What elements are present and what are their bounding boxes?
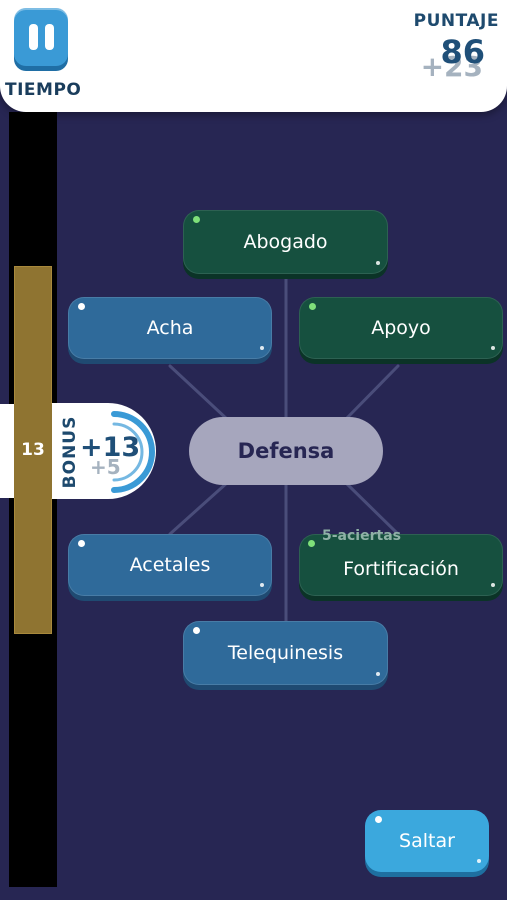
node-highlight-small xyxy=(376,261,380,265)
option-label: Acetales xyxy=(129,554,211,576)
option-apoyo[interactable]: Apoyo xyxy=(299,297,503,359)
bonus-value: +13 xyxy=(80,432,141,463)
option-abogado[interactable]: Abogado xyxy=(183,210,388,274)
node-highlight-small xyxy=(491,346,495,350)
node-highlight xyxy=(78,540,85,547)
header-bar: TIEMPO PUNTAJE +23 86 xyxy=(0,0,507,112)
center-word: Defensa xyxy=(189,417,383,485)
skip-label: Saltar xyxy=(399,830,455,852)
option-label: Fortificación xyxy=(343,558,459,580)
node-highlight xyxy=(193,216,200,223)
node-highlight xyxy=(78,303,85,310)
node-highlight-small xyxy=(376,672,380,676)
pause-button[interactable] xyxy=(14,8,68,66)
node-highlight-small xyxy=(260,583,264,587)
skip-button[interactable]: Saltar xyxy=(365,810,489,872)
pause-icon xyxy=(28,24,38,50)
node-highlight xyxy=(193,627,200,634)
button-highlight-small xyxy=(477,859,481,863)
node-highlight xyxy=(309,303,316,310)
option-label: Abogado xyxy=(243,231,328,253)
streak-label: 5-aciertas xyxy=(322,528,401,544)
option-acha[interactable]: Acha xyxy=(68,297,272,359)
option-telequinesis[interactable]: Telequinesis xyxy=(183,621,388,685)
score-gain: +23 xyxy=(420,50,483,83)
option-label: Apoyo xyxy=(371,317,431,339)
bonus-previous: +5 xyxy=(90,455,121,479)
timer-value: 13 xyxy=(21,440,45,460)
option-acetales[interactable]: Acetales xyxy=(68,534,272,596)
timer-fill-segment xyxy=(14,404,52,498)
bonus-ring-icon xyxy=(111,411,155,493)
bonus-label: BONUS xyxy=(60,415,80,489)
node-highlight-small xyxy=(260,346,264,350)
node-highlight-small xyxy=(491,583,495,587)
score-value: 86 xyxy=(440,33,485,71)
time-label: TIEMPO xyxy=(5,80,82,100)
option-label: Telequinesis xyxy=(227,642,344,664)
score-label: PUNTAJE xyxy=(413,11,499,31)
pause-icon-bar xyxy=(44,24,54,50)
button-highlight xyxy=(375,816,382,823)
streak-dot xyxy=(308,540,315,547)
option-fortificacion[interactable]: Fortificación xyxy=(299,534,503,596)
option-label: Acha xyxy=(146,317,194,339)
